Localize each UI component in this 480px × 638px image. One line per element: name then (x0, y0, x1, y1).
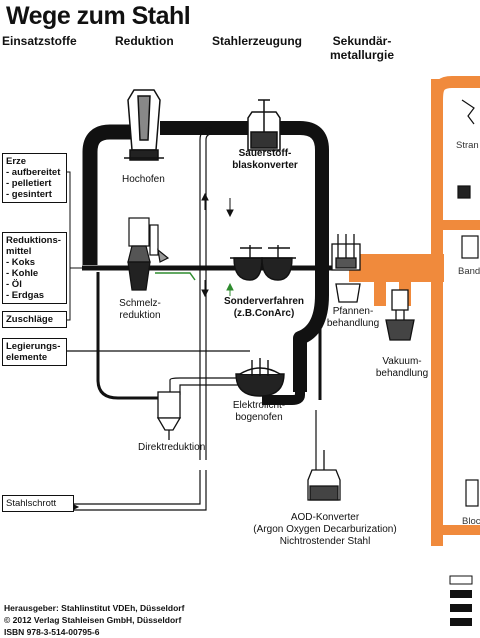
vakuum-line2: behandlung (375, 368, 429, 379)
reduction-green-line (155, 272, 196, 281)
input-box-erze: Erze - aufbereitet - pelletiert - gesint… (2, 153, 67, 203)
schmelzreduktion-icon (127, 217, 170, 291)
label-schmelzreduktion: Schmelz- reduktion (110, 298, 170, 322)
legierung-line2: elemente (6, 352, 48, 363)
reduktionsmittel-item: - Erdgas (6, 290, 45, 301)
orange-steel-path (349, 76, 480, 546)
page-title: Wege zum Stahl (6, 2, 191, 30)
input-box-legierungselemente: Legierungs- elemente (2, 338, 67, 366)
label-vakuumbehandlung: Vakuum- behandlung (372, 356, 432, 380)
label-hochofen: Hochofen (122, 174, 165, 185)
direktreduktion-icon (156, 391, 182, 440)
footer-publisher: Herausgeber: Stahlinstitut VDEh, Düsseld… (4, 603, 185, 613)
sonder-line2: (z.B.ConArc) (233, 308, 295, 319)
aod-line2: (Argon Oxygen Decarburization) (253, 524, 397, 535)
pfannen-line2: behandlung (326, 318, 380, 329)
schmelz-line2: reduktion (119, 310, 161, 321)
schmelz-line1: Schmelz- (119, 298, 161, 309)
band-icon (461, 235, 479, 259)
label-elektrolichtbogenofen: Elektrolicht- bogenofen (224, 400, 294, 424)
footer-copyright: © 2012 Verlag Stahleisen GmbH, Düsseldor… (4, 615, 182, 625)
elektro-line1: Elektrolicht- (232, 400, 286, 411)
aod-konverter-icon (307, 450, 341, 501)
hochofen-icon (124, 89, 164, 161)
elektro-line2: bogenofen (235, 412, 283, 423)
label-aod-konverter: AOD-Konverter (Argon Oxygen Decarburizat… (240, 512, 410, 548)
reduktionsmittel-title: Reduktions- (6, 235, 61, 246)
reduktionsmittel-item: - Koks (6, 257, 36, 268)
column-heading-reduktion: Reduktion (115, 34, 174, 48)
reduktionsmittel-title: mittel (6, 246, 32, 257)
vakuumbehandlung-icon (385, 289, 415, 341)
aod-line1: AOD-Konverter (290, 512, 360, 523)
erze-item: - aufbereitet (6, 167, 61, 178)
vakuum-line1: Vakuum- (382, 356, 422, 367)
column-heading-einsatzstoffe: Einsatzstoffe (2, 34, 77, 48)
sauerstoff-line2: blaskonverter (232, 160, 298, 171)
reduktionsmittel-item: - Kohle (6, 268, 39, 279)
sekundaer-line2: metallurgie (329, 48, 395, 62)
reduktionsmittel-item: - Öl (6, 279, 22, 290)
pfannenbehandlung-icon (331, 234, 361, 303)
erze-item: - pelletiert (6, 178, 52, 189)
stranggiessen-icon (457, 99, 475, 199)
footer: Herausgeber: Stahlinstitut VDEh, Düsseld… (4, 602, 184, 638)
erze-item: - gesintert (6, 189, 52, 200)
label-pfannenbehandlung: Pfannen- behandlung (326, 306, 380, 330)
label-stranggiessen-cut: Stran (456, 140, 479, 151)
label-block-cut: Bloc (462, 516, 480, 527)
black-iron-path (82, 121, 360, 405)
input-box-zuschlaege: Zuschläge (2, 311, 67, 328)
aod-line3: Nichtrostender Stahl (279, 536, 371, 547)
sekundaer-line1: Sekundär- (332, 34, 392, 48)
erze-title: Erze (6, 156, 27, 167)
label-direktreduktion: Direktreduktion (138, 442, 206, 453)
pfannen-line1: Pfannen- (332, 306, 374, 317)
input-box-reduktionsmittel: Reduktions- mittel - Koks - Kohle - Öl -… (2, 232, 67, 304)
input-box-stahlschrott: Stahlschrott (2, 495, 74, 512)
sauerstoffblaskonverter-icon (247, 99, 281, 151)
elektrolichtbogenofen-icon (235, 358, 285, 397)
label-sonderverfahren: Sonderverfahren (z.B.ConArc) (222, 296, 306, 320)
color-bar (449, 575, 473, 626)
sauerstoff-line1: Sauerstoff- (238, 148, 292, 159)
label-sauerstoffblaskonverter: Sauerstoff- blaskonverter (230, 148, 300, 172)
column-heading-stahlerzeugung: Stahlerzeugung (212, 34, 303, 48)
sonderverfahren-icon (230, 245, 296, 281)
label-band-cut: Band (458, 266, 480, 277)
legierung-line1: Legierungs- (6, 341, 61, 352)
footer-isbn: ISBN 978-3-514-00795-6 (4, 627, 100, 637)
sonder-line1: Sonderverfahren (223, 296, 305, 307)
thin-flow-lines (62, 127, 317, 511)
block-icon (465, 479, 479, 507)
column-heading-sekundaermetallurgie: Sekundär- metallurgie (326, 34, 398, 62)
